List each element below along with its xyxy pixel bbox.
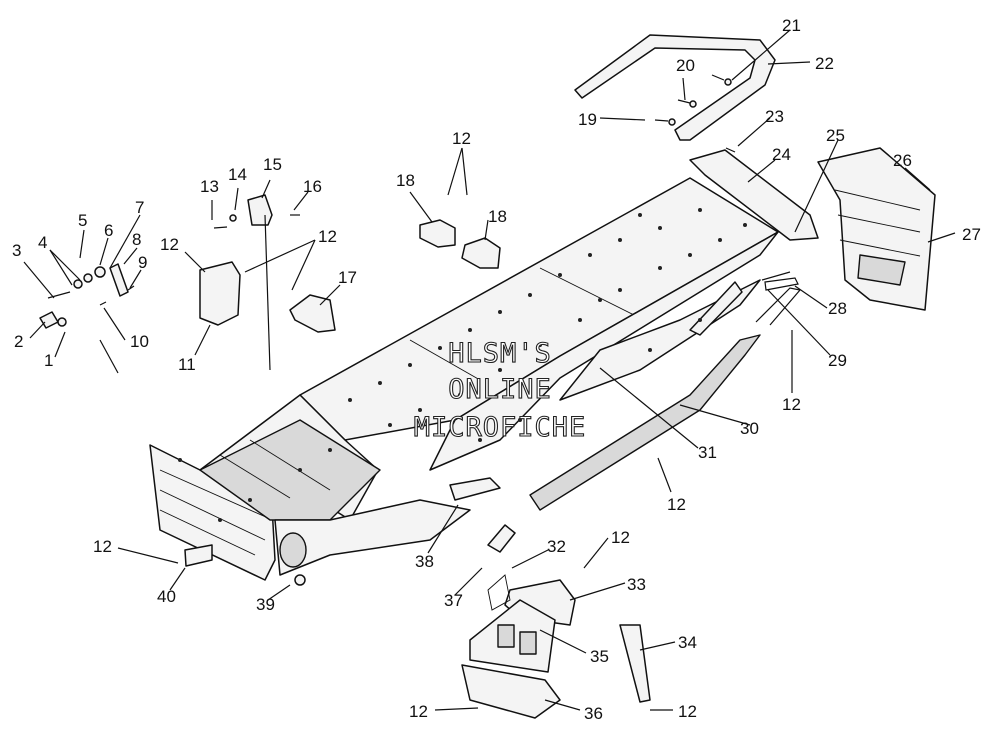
- callout-12-d: 12: [782, 395, 801, 414]
- callout-24: 24: [772, 145, 791, 164]
- callout-12-b: 12: [318, 227, 337, 246]
- callout-4: 4: [38, 233, 47, 252]
- callout-13: 13: [200, 177, 219, 196]
- callout-1: 1: [44, 351, 53, 370]
- callout-30: 30: [740, 419, 759, 438]
- callout-19: 19: [578, 110, 597, 129]
- snow-flap: [817, 147, 936, 311]
- callout-15: 15: [263, 155, 282, 174]
- callout-29: 29: [828, 351, 847, 370]
- callout-12-c: 12: [452, 129, 471, 148]
- callout-2: 2: [14, 332, 23, 351]
- chassis-tunnel: [149, 177, 779, 581]
- callout-9: 9: [138, 253, 147, 272]
- callout-37: 37: [444, 591, 463, 610]
- callout-7: 7: [135, 198, 144, 217]
- callout-12-h: 12: [678, 702, 697, 721]
- mount-brackets: [199, 194, 501, 333]
- callout-18-a: 18: [396, 171, 415, 190]
- callout-labels: 1 2 3 4 5 6 7 8 9 10 11 12 12 13 14 15 1…: [12, 16, 981, 723]
- callout-36: 36: [584, 704, 603, 723]
- callout-8: 8: [132, 230, 141, 249]
- callout-3: 3: [12, 241, 21, 260]
- callout-21: 21: [782, 16, 801, 35]
- callout-35: 35: [590, 647, 609, 666]
- watermark-line-3: MICROFICHE: [414, 412, 587, 443]
- callout-12-g: 12: [409, 702, 428, 721]
- callout-17: 17: [338, 268, 357, 287]
- lower-parts: [184, 524, 651, 719]
- callout-26: 26: [893, 151, 912, 170]
- callout-33: 33: [627, 575, 646, 594]
- watermark: HLSM'S ONLINE MICROFICHE: [413, 337, 587, 443]
- callout-27: 27: [962, 225, 981, 244]
- callout-22: 22: [815, 54, 834, 73]
- leader-lines: [23, 29, 956, 711]
- rivets: [178, 208, 747, 522]
- callout-16: 16: [303, 177, 322, 196]
- callout-28: 28: [828, 299, 847, 318]
- callout-18-b: 18: [488, 207, 507, 226]
- callout-14: 14: [228, 165, 247, 184]
- callout-31: 31: [698, 443, 717, 462]
- callout-12-f: 12: [611, 528, 630, 547]
- callout-5: 5: [78, 211, 87, 230]
- callout-25: 25: [826, 126, 845, 145]
- callout-12-i: 12: [93, 537, 112, 556]
- callout-38: 38: [415, 552, 434, 571]
- callout-12-a: 12: [160, 235, 179, 254]
- callout-11: 11: [178, 355, 196, 374]
- mud-flap-plate: [689, 149, 819, 241]
- callout-10: 10: [130, 332, 149, 351]
- slide-rail: [529, 334, 761, 511]
- callout-12-e: 12: [667, 495, 686, 514]
- callout-39: 39: [256, 595, 275, 614]
- callout-32: 32: [547, 537, 566, 556]
- callout-34: 34: [678, 633, 697, 652]
- callout-23: 23: [765, 107, 784, 126]
- callout-20: 20: [676, 56, 695, 75]
- watermark-line-1: HLSM'S: [448, 338, 552, 369]
- rear-bumper: [574, 34, 776, 141]
- watermark-line-2: ONLINE: [448, 374, 552, 405]
- callout-6: 6: [104, 221, 113, 240]
- callout-40: 40: [157, 587, 176, 606]
